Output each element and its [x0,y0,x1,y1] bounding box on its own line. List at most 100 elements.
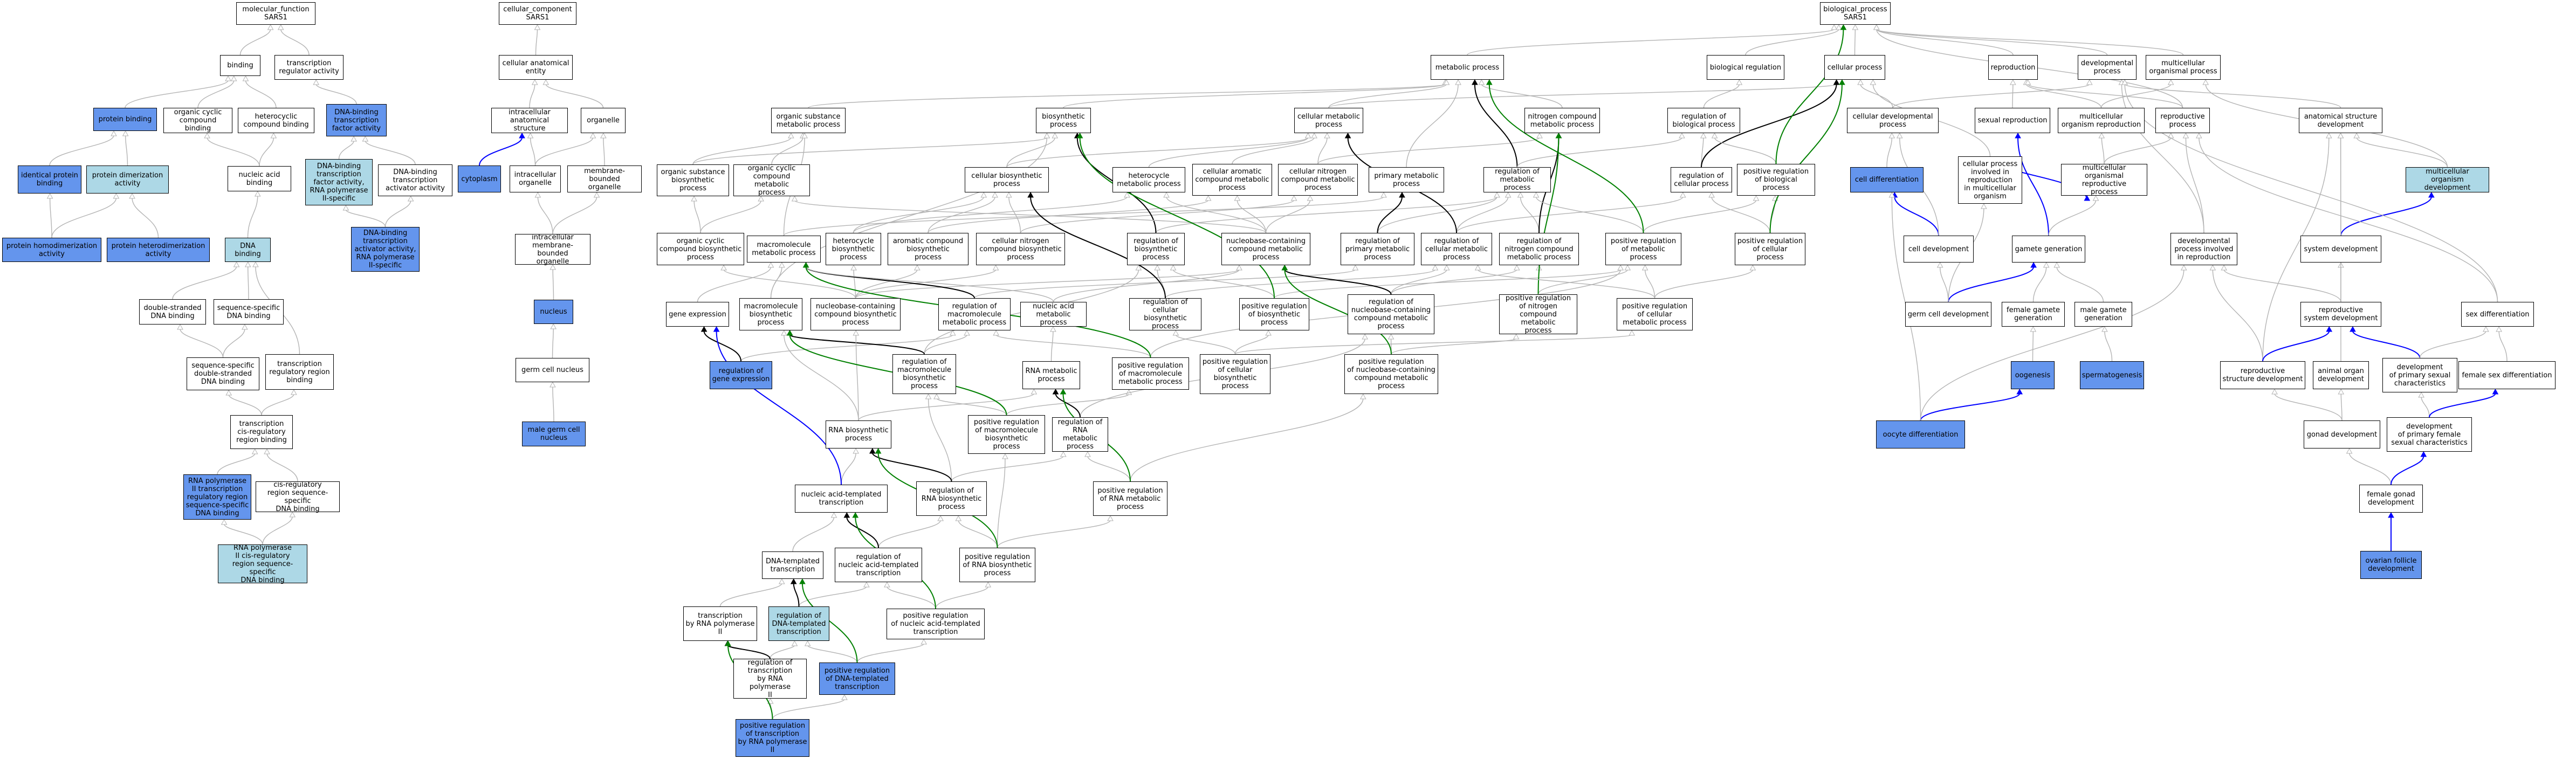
node-rna_bio: RNA biosynthetic process [826,420,891,448]
edge-arrowhead [1205,195,1212,201]
edge-cell_bio-to-biosynth [1006,137,1055,168]
edge-cell_dev-to-cellular_process [1860,84,1893,108]
edge-arrowhead [1290,195,1297,201]
node-male_germ_nucleus: male germ cell nucleus [522,422,586,446]
edge-arrowhead [2202,79,2209,85]
edge-reg_cell-to-cellular_process [1701,84,1837,168]
node-intra_mem_org: intracellular membrane-bounded organelle [515,233,590,266]
edge-repro_sys_dev-to-dev_repro [2223,269,2341,302]
node-gamete_gen: gamete generation [2012,236,2085,263]
edge-arrowhead [921,638,928,645]
edge-seq_ds_dna-to-seq_dna [222,328,245,358]
edge-pos_reg_rna_meta-to-reg_rna_meta [1087,456,1131,482]
edge-female_gamete-to-gamete_gen [2032,266,2047,302]
edge-pos_reg_dna_templ-to-dna_templ [801,583,858,663]
edge-arrowhead [2182,132,2189,139]
edge-arrowhead [2420,451,2427,457]
edge-cis_seq-to-tcis_binding [266,453,298,482]
edge-gene_expr-to-macro_meta [697,266,772,302]
edge-cell_nitro_meta-to-cell_meta [1317,137,1328,164]
edge-mem_org-to-organelle [603,137,605,166]
node-cis_seq: cis-regulatory region sequence-specific … [256,481,340,513]
edge-primary_meta-to-metabolic [1406,84,1459,168]
edge-cell_bio-to-cell_meta [1006,137,1309,168]
edge-arrowhead [1307,195,1314,201]
edge-seq_dna-to-dna_binding [248,266,249,300]
edge-arrowhead [1533,191,1540,198]
edge-arrowhead [270,132,277,139]
edge-gamete_gen-to-multi_org_repro_proc [2048,199,2097,236]
edge-arrowhead [111,130,117,136]
edge-org_subst_bio-to-biosynth [692,137,1048,165]
edge-arrowhead [1981,203,1987,209]
edge-pos_reg_nucl_templ-to-pos_reg_rna_bio [935,586,989,609]
edge-arrowhead [1840,24,1847,30]
edge-pos_reg_cell-to-cellular_process [1769,84,1843,233]
edge-cell_arom_meta-to-cell_meta [1232,137,1315,164]
node-pos_reg_bio: positive regulation of biological proces… [1737,164,1815,196]
edge-arrowhead [2353,132,2360,139]
node-org_cyclic_bio: organic cyclic compound biosynthetic pro… [657,233,744,265]
node-reg_macro_meta: regulation of macromolecule metabolic pr… [938,298,1011,330]
node-prot_homodimer: protein homodimerization activity [2,238,101,262]
edge-arrowhead [531,79,538,85]
edge-arrowhead [362,135,369,142]
edge-arrowhead [221,519,228,525]
node-oocyte_diff: oocyte differentiation [1876,420,1965,448]
edge-arrowhead [1936,261,1943,268]
node-multi_org_repro: multicellular organism reproduction [2058,108,2145,133]
node-pos_reg_meta: positive regulation of metabolic process [1605,233,1681,265]
edge-reg_rna_bio-to-reg_macro_bio [928,398,952,482]
edge-seq_ds_dna-to-ds_dna [180,328,224,358]
edge-gonad_dev-to-animal_organ_dev [2340,393,2343,421]
edge-arrowhead [1736,79,1743,85]
node-nucleus: nucleus [534,300,573,324]
edge-arrowhead [949,329,956,336]
edge-arrowhead [1084,451,1091,457]
edge-reg_cell_meta-to-reg_meta [1456,196,1509,233]
edge-biosynth-to-metabolic [1063,84,1446,108]
node-multi_org_repro_proc: multicellular organismal reproductive pr… [2061,164,2147,196]
edge-arrowhead [1380,191,1387,198]
node-reproduction: reproduction [1988,55,2038,80]
edge-arrowhead [542,79,549,85]
node-cell_bio: cellular biosynthetic process [965,167,1049,192]
node-primary_meta: primary metabolic process [1369,167,1444,192]
edge-reg_gene_expr-to-reg_macro_meta [740,334,953,362]
node-dev_prim_sex: development of primary sexual characteri… [2382,358,2457,392]
edge-arrowhead [233,261,240,267]
edge-arrowhead [534,24,541,30]
edge-arrowhead [1708,191,1715,198]
edge-pos_reg_dna_templ-to-pos_reg_nucl_templ [856,643,924,663]
edge-dna_tact-to-dna_bind_tf [365,140,416,165]
edge-arrowhead [1873,24,1880,30]
node-nucleic_templ: nucleic acid-templated transcription [795,485,888,513]
edge-rnap2_cis-to-cis_seq [262,516,293,545]
edge-arrowhead [549,381,556,388]
node-dna_tact_rnap2: DNA-binding transcription activator acti… [351,227,420,272]
edge-arrowhead [1399,191,1405,198]
edge-reg_macro_bio-to-reg_macro_meta [924,334,967,355]
edge-arrowhead [778,578,785,584]
edge-reg_nitro_meta-to-reg_meta [1520,196,1540,233]
edge-binding-to-mf_root [239,29,271,56]
edge-macro_bio-to-macro_meta [770,266,782,299]
edge-arrowhead [2209,264,2216,271]
edge-dev_prim_female-to-female_sex_diff [2429,393,2496,418]
edge-arrowhead [1362,333,1369,340]
node-reg_macro_bio: regulation of macromolecule biosynthetic… [892,354,956,394]
edge-cell_meta-to-metabolic [1328,84,1447,108]
edge-arrowhead [720,264,727,271]
node-female_gamete: female gamete generation [2002,302,2065,327]
edge-arrowhead [791,640,798,646]
edge-arrowhead [225,389,232,396]
edge-arrowhead [852,512,859,518]
edge-nb_bio-to-hetero_bio [853,269,856,299]
edge-arrowhead [1050,326,1056,332]
edge-spermatogenesis-to-male_gamete [2104,330,2113,362]
node-dev_process: developmental process [2078,55,2137,80]
edge-pos_reg_cell_meta-to-pos_reg_meta [1644,269,1655,299]
node-macro_bio: macromolecule biosynthetic process [739,298,802,330]
edge-reg_nb_meta-to-reg_nitro_meta [1390,269,1517,295]
